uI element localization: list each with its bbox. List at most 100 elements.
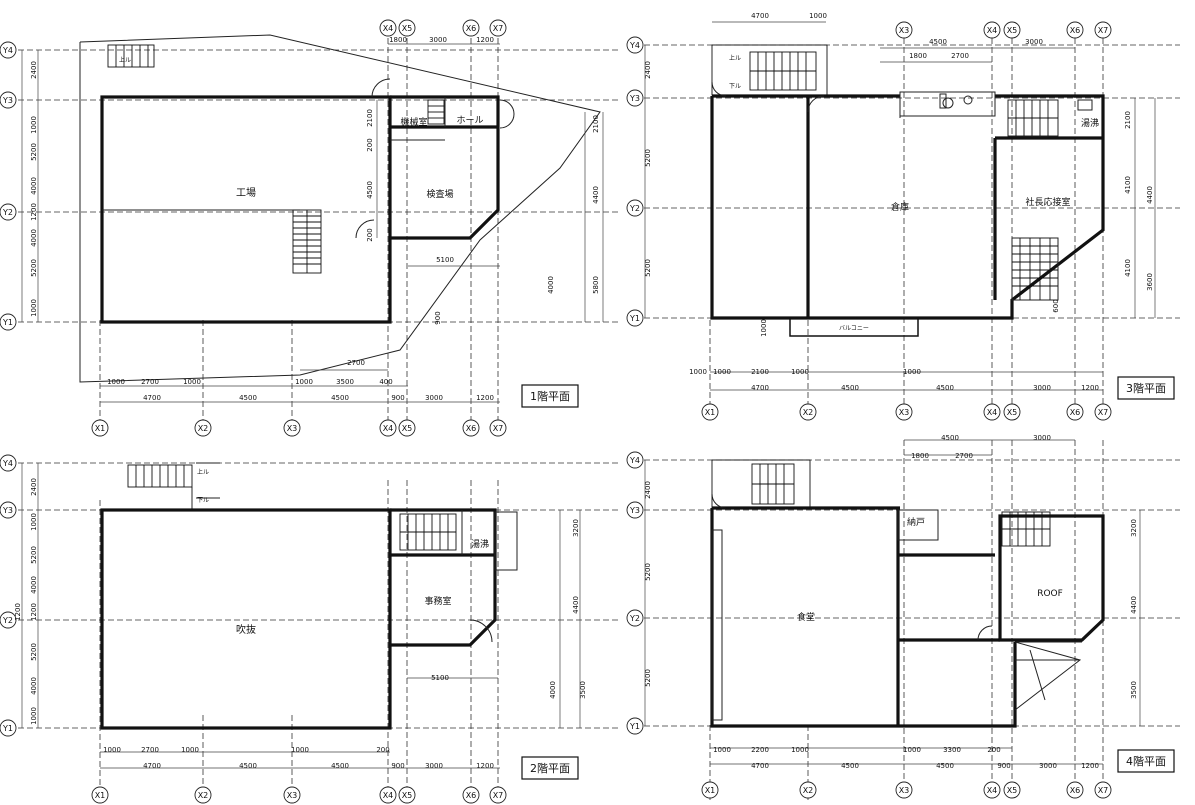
dim-3f-bot-b-3: 3000 — [1033, 384, 1051, 392]
grid-3f-y2-bubble — [626, 199, 644, 217]
room-atrium: 吹抜 — [236, 623, 256, 636]
dim-3f-bot-a-2: 2100 — [751, 368, 769, 376]
dim-3f-top-a-1: 1000 — [809, 12, 827, 20]
grid-3f-y4-bubble — [626, 36, 644, 54]
dim-1f-bot-b-3: 900 — [391, 394, 404, 402]
grid-3f-x7: X7 — [1098, 408, 1109, 417]
dim-1f-left-5: 5200 — [30, 259, 38, 277]
exterior-stair-2f — [127, 462, 220, 511]
dim-3f-top-a-0: 4700 — [751, 12, 769, 20]
grid-1f-x2: X2 — [198, 424, 209, 433]
dim-4f-bot-b-2: 4500 — [936, 762, 954, 770]
grid-1f-x1-bubble — [91, 419, 109, 437]
dim-3f-right-2: 4400 — [1146, 186, 1154, 204]
plan-title-4f-frame — [1117, 749, 1175, 773]
grid-1f-y4: Y4 — [2, 46, 13, 55]
dim-1f-right-1: 4400 — [592, 186, 600, 204]
dim-2f-right-0: 3200 — [572, 519, 580, 537]
grid-4f-x3: X3 — [899, 786, 910, 795]
grid-1f-top-x5: X5 — [402, 24, 413, 33]
floor-plan-3f — [635, 21, 1180, 412]
dim-1f-inner-2700: 2700 — [347, 359, 365, 367]
grid-4f-x1: X1 — [705, 786, 716, 795]
dim-1f-top-1: 3000 — [429, 36, 447, 44]
grid-4f-y4-bubble — [626, 451, 644, 469]
grid-1f-x7: X7 — [493, 424, 504, 433]
dim-4f-bot-b-5: 1200 — [1081, 762, 1099, 770]
grid-2f-x7-bubble — [489, 786, 507, 804]
dim-4f-bot-a-2: 1000 — [791, 746, 809, 754]
dim-2f-bot-b-4: 3000 — [425, 762, 443, 770]
grid-3f-x1-bubble — [701, 403, 719, 421]
dim-2f-bot-a-1: 2700 — [141, 746, 159, 754]
dim-1f-top-0: 1800 — [389, 36, 407, 44]
dim-2f-bot-b-0: 4700 — [143, 762, 161, 770]
grid-1f-x3: X3 — [287, 424, 298, 433]
room-roof: ROOF — [1037, 589, 1063, 599]
dim-3f-bot-b-2: 4500 — [936, 384, 954, 392]
dim-1f-bot-b-0: 4700 — [143, 394, 161, 402]
grid-4f-y3-bubble — [626, 501, 644, 519]
grid-3f-x6: X6 — [1070, 408, 1081, 417]
grid-1f-x2-bubble — [194, 419, 212, 437]
grid-3f-x6-bubble — [1066, 403, 1084, 421]
plan-title-3f: 3階平面 — [1126, 381, 1166, 395]
grid-3f-top-x7: X7 — [1098, 26, 1109, 35]
dim-1f-bot-a-3: 1000 — [295, 378, 313, 386]
grid-2f-y4: Y4 — [2, 459, 13, 468]
grid-4f-x7-bubble — [1094, 781, 1112, 799]
grid-3f-top-x6: X6 — [1070, 26, 1081, 35]
room-dining: 食堂 — [797, 611, 815, 623]
dim-4f-top-b-1: 2700 — [955, 452, 973, 460]
grid-2f-x4-bubble — [379, 786, 397, 804]
room-kitchenette-2f: 湯沸 — [471, 538, 489, 550]
dim-4f-bot-b-1: 4500 — [841, 762, 859, 770]
grid-2f-x3: X3 — [287, 791, 298, 800]
dim-1f-bot-a-5: 400 — [379, 378, 392, 386]
dim-1f-bot-a-2: 1000 — [183, 378, 201, 386]
stair-label-1f: 上ル — [119, 56, 131, 64]
grid-3f-y1: Y1 — [629, 314, 640, 323]
dim-3f-bot-b-0: 4700 — [751, 384, 769, 392]
dim-3f-bot-b-1: 4500 — [841, 384, 859, 392]
dim-4f-left-2: 5200 — [644, 669, 652, 687]
dim-2f-right-1: 4400 — [572, 596, 580, 614]
dim-3f-right-1: 4100 — [1124, 176, 1132, 194]
grid-2f-x6: X6 — [466, 791, 477, 800]
dim-1f-bot-a-1: 2700 — [141, 378, 159, 386]
exterior-stair-3f — [711, 44, 828, 96]
room-kitchenette-3f: 湯沸 — [1081, 117, 1099, 129]
dim-3f-inner-b-0: 600 — [1052, 299, 1060, 312]
dim-4f-left-0: 2400 — [644, 481, 652, 499]
grid-1f-x5-bubble — [398, 419, 416, 437]
dim-4f-bot-b-0: 4700 — [751, 762, 769, 770]
dim-2f-left-1: 1000 — [30, 513, 38, 531]
grid-4f-y1-bubble — [626, 717, 644, 735]
dim-4f-bot-a-0: 1000 — [713, 746, 731, 754]
dim-1f-bot-b-5: 1200 — [476, 394, 494, 402]
dim-3f-top-b-0: 4500 — [929, 38, 947, 46]
grid-4f-y2: Y2 — [629, 614, 640, 623]
dim-3f-bot-a-3: 1000 — [791, 368, 809, 376]
exterior-stair-1f — [107, 44, 155, 68]
grid-1f-x6: X6 — [466, 424, 477, 433]
grid-3f-y3: Y3 — [629, 94, 640, 103]
grid-4f-x1-bubble — [701, 781, 719, 799]
exterior-stair-4f — [711, 459, 811, 509]
grid-2f-x1: X1 — [95, 791, 106, 800]
dim-1f-inner-5100: 5100 — [436, 256, 454, 264]
grid-4f-x7: X7 — [1098, 786, 1109, 795]
grid-2f-y2-bubble — [0, 611, 17, 629]
grid-3f-x5-bubble — [1003, 403, 1021, 421]
dim-2f-bot-a-3: 1000 — [291, 746, 309, 754]
dim-4f-right-0: 3200 — [1130, 519, 1138, 537]
stair-label-2f-down: 下ル — [197, 497, 209, 504]
grid-1f-y3: Y3 — [2, 96, 13, 105]
grid-2f-x3-bubble — [283, 786, 301, 804]
dim-4f-top-a-1: 3000 — [1033, 434, 1051, 442]
grid-4f-x4-bubble — [983, 781, 1001, 799]
dim-2f-bot-b-5: 1200 — [476, 762, 494, 770]
plan-title-1f: 1階平面 — [530, 389, 570, 403]
dim-2f-bot-b-2: 4500 — [331, 762, 349, 770]
